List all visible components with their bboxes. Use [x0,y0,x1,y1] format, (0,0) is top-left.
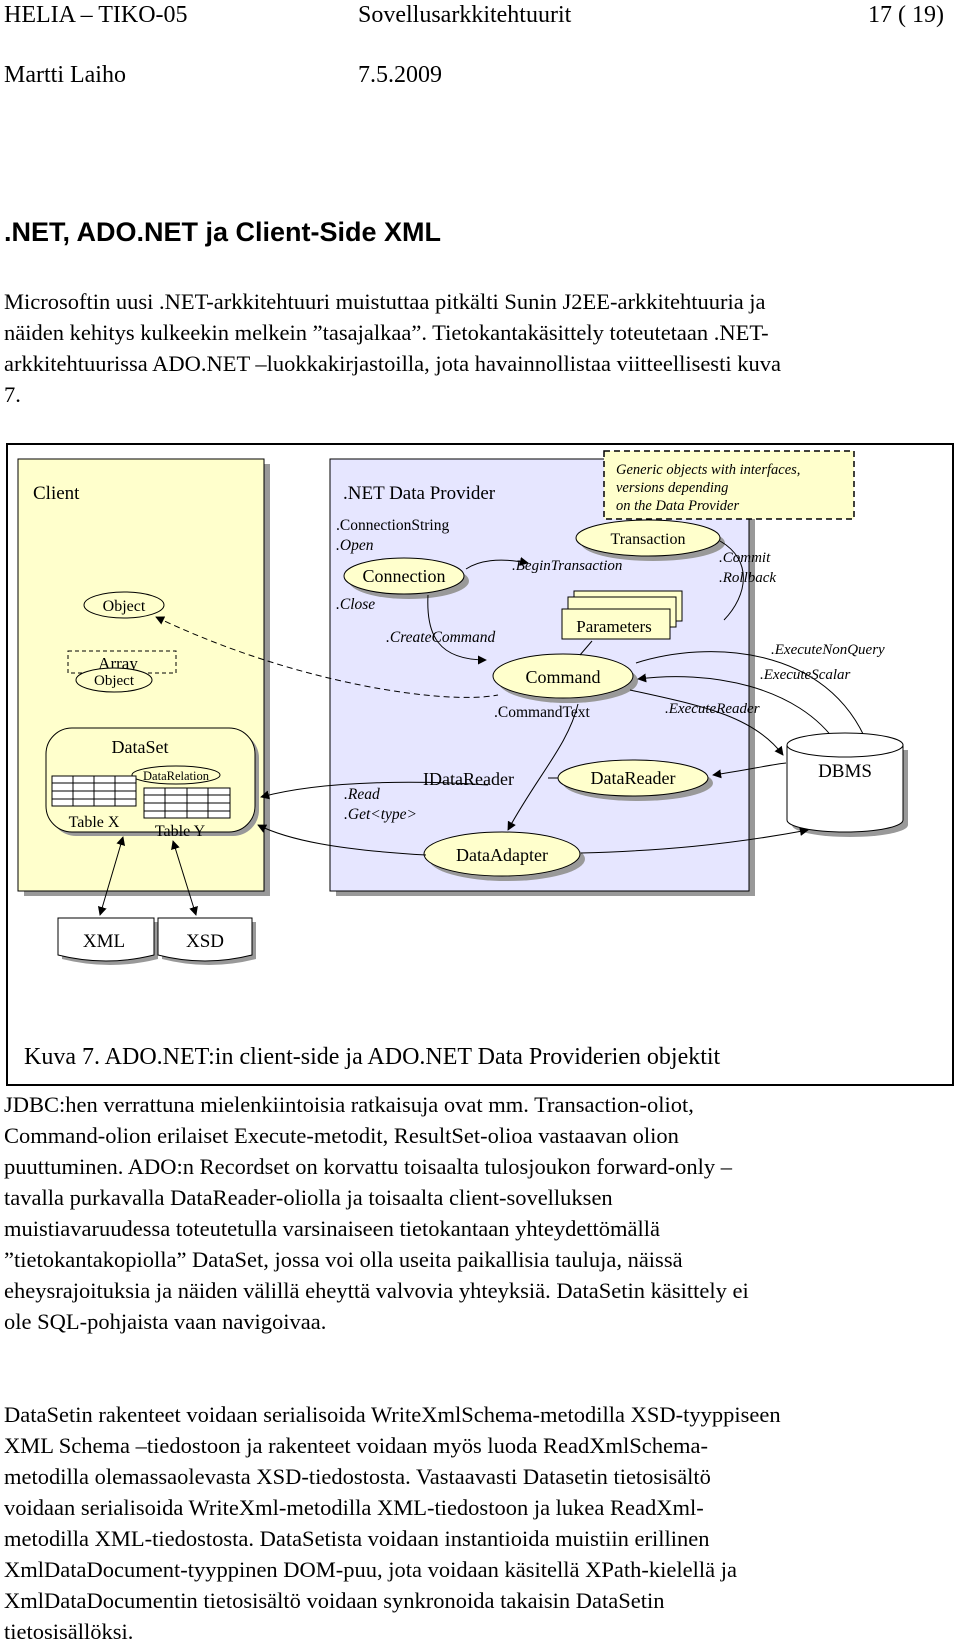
paragraph-line: metodilla olemassaolevasta XSD-tiedostos… [4,1464,711,1489]
intro-paragraph: Microsoftin uusi .NET-arkkitehtuuri muis… [4,286,954,410]
parameters-label: Parameters [576,617,652,636]
table-y-grid [143,787,231,819]
paragraph-line: puuttuminen. ADO:n Recordset on korvattu… [4,1154,733,1179]
object-command-dashed-arrow [155,616,499,698]
begintransaction-label: .BeginTransaction [512,558,622,574]
header-institution: HELIA – TIKO-05 [4,2,188,28]
executereader-arrow [629,689,784,756]
connectionstring-label: .ConnectionString [336,517,449,534]
header-page-number: 17 ( 19) [868,2,944,28]
transaction-label: Transaction [611,531,686,548]
note-line: versions depending [616,480,728,496]
object-ellipse [83,591,165,619]
intro-line: arkkitehtuurissa ADO.NET –luokkakirjasto… [4,351,781,376]
paragraph-line: XmlDataDocumentin tietosisältö voidaan s… [4,1588,665,1613]
paragraph-line: DataSetin rakenteet voidaan serialisoida… [4,1402,781,1427]
close-label: .Close [336,596,375,613]
table-x-label: Table X [69,814,120,831]
xsd-document [157,917,253,962]
connection-command-arrow [427,594,487,665]
datareader-dataset-arrow [260,781,489,800]
executescalar-label: .ExecuteScalar [760,667,851,683]
connection-label: Connection [363,566,446,586]
dataset-label: DataSet [112,737,169,757]
executenonquery-arrow [635,651,870,746]
xsd-label: XSD [186,931,224,952]
dataset-xsd-arrow [171,840,198,916]
paragraph-line: tietosisällöksi. [4,1619,134,1644]
command-label: Command [526,667,601,687]
dbms-cylinder-top [786,732,904,758]
dbms-label: DBMS [818,761,872,782]
array-object-label: Object [94,673,135,689]
paragraph-line: Command-olion erilaiset Execute-metodit,… [4,1123,679,1148]
paragraph-3: DataSetin rakenteet voidaan serialisoida… [4,1399,954,1647]
command-ellipse [492,653,634,699]
executenonquery-label: .ExecuteNonQuery [771,642,885,658]
object-label: Object [103,598,146,615]
command-parameters-link [579,640,593,656]
paragraph-line: eheysrajoituksia ja näiden välillä eheyt… [4,1278,749,1303]
xml-document [57,917,155,962]
dataadapter-dataset-arrow [257,824,427,856]
datarelation-ellipse [131,765,221,785]
createcommand-label: .CreateCommand [386,629,495,646]
open-label: .Open [336,537,374,554]
executescalar-arrow [637,673,839,746]
paragraph-line: XmlDataDocument-tyyppinen DOM-puu, jota … [4,1557,737,1582]
note-line: Generic objects with interfaces, [616,462,800,478]
note-line: on the Data Provider [616,498,739,514]
paragraph-line: XML Schema –tiedostoon ja rakenteet void… [4,1433,708,1458]
array-object-ellipse [75,667,153,693]
ado-net-diagram: Client .NET Data Provider Generic object… [17,450,908,965]
header-author: Martti Laiho [4,62,126,88]
rollback-label: .Rollback [719,570,776,586]
client-title: Client [33,483,80,504]
paragraph-2: JDBC:hen verrattuna mielenkiintoisia rat… [4,1089,954,1337]
transaction-loop-line [719,540,744,621]
paragraph-line: ole SQL-pohjaista vaan navigoivaa. [4,1309,327,1334]
idatareader-label: IDataReader [423,769,514,789]
paragraph-line: ”tietokantakopiolla” DataSet, jossa voi … [4,1247,683,1272]
paragraph-line: metodilla XML-tiedostosta. DataSetista v… [4,1526,710,1551]
dataset-xml-arrow [97,836,126,916]
dbms-cylinder [786,745,904,833]
transaction-ellipse [575,519,721,557]
executereader-label: .ExecuteReader [665,701,760,717]
command-dataadapter-arrow [507,703,579,831]
datareader-dbms-arrow [712,762,787,779]
connection-ellipse [343,557,465,595]
provider-title: .NET Data Provider [343,483,496,504]
datareader-label: DataReader [591,768,676,788]
get-type-label: .Get<type> [344,806,417,823]
commit-label: .Commit [719,550,771,566]
note-box [603,450,855,520]
read-label: .Read [344,786,380,803]
intro-line: 7. [4,382,21,407]
intro-line: Microsoftin uusi .NET-arkkitehtuuri muis… [4,289,766,314]
paragraph-line: muistiavaruudessa toteutetulla varsinais… [4,1216,661,1241]
intro-line: näiden kehitys kulkeekin melkein ”tasaja… [4,320,769,345]
header-course: Sovellusarkkitehtuurit [358,2,572,28]
dataadapter-label: DataAdapter [456,845,548,865]
figure-7: Client .NET Data Provider Generic object… [6,443,954,1086]
table-x-grid [51,775,137,807]
dataadapter-dbms-arrow [580,827,809,854]
header-date: 7.5.2009 [358,62,442,88]
datarelation-label: DataRelation [143,769,210,783]
section-title: .NET, ADO.NET ja Client-Side XML [4,217,442,247]
commandtext-label: .CommandText [494,704,590,721]
dataadapter-ellipse [423,831,581,877]
paragraph-line: voidaan serialisoida WriteXml-metodilla … [4,1495,704,1520]
xml-label: XML [83,931,125,952]
paragraph-line: tavalla purkavalla DataReader-oliolla ja… [4,1185,613,1210]
figure-caption: Kuva 7. ADO.NET:in client-side ja ADO.NE… [24,1044,721,1070]
parameters-box [561,608,671,640]
paragraph-line: JDBC:hen verrattuna mielenkiintoisia rat… [4,1092,694,1117]
connection-transaction-arrow [465,557,529,570]
table-y-label: Table Y [155,823,206,840]
